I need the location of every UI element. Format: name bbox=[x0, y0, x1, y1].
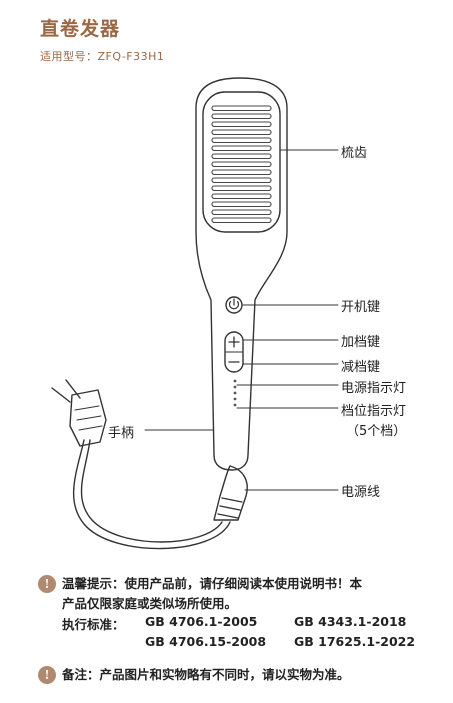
device-body-outline bbox=[195, 77, 288, 471]
label-minus-key: 减档键 bbox=[341, 360, 381, 375]
info-icon: ! bbox=[38, 666, 56, 684]
page-title: 直卷发器 bbox=[40, 18, 121, 40]
comb-tooth bbox=[211, 105, 272, 112]
comb-teeth bbox=[211, 105, 272, 224]
comb-tooth bbox=[211, 145, 272, 152]
power-icon bbox=[228, 298, 240, 310]
comb-tooth bbox=[211, 201, 272, 208]
comb-tooth bbox=[211, 153, 272, 160]
comb-tooth bbox=[211, 137, 272, 144]
comb-tooth bbox=[211, 161, 272, 168]
label-power-key: 开机键 bbox=[341, 300, 381, 315]
standards-label: 执行标准： bbox=[62, 617, 125, 632]
cable bbox=[80, 439, 223, 543]
cable-relief bbox=[213, 465, 248, 521]
comb-tooth bbox=[211, 169, 272, 176]
power-button-ring bbox=[225, 296, 243, 314]
standard-1: GB 4706.1-2005 bbox=[145, 614, 258, 629]
warm-tip-line-1: 温馨提示：使用产品前，请仔细阅读本使用说明书！本 bbox=[62, 576, 363, 591]
label-handle: 手柄 bbox=[108, 426, 135, 441]
comb-tooth bbox=[211, 193, 272, 200]
standard-3: GB 4706.15-2008 bbox=[145, 634, 267, 649]
label-level-indicator: 档位指示灯 bbox=[341, 404, 407, 419]
remark: 备注：产品图片和实物略有不同时，请以实物为准。 bbox=[62, 667, 350, 682]
comb-tooth bbox=[211, 185, 272, 192]
info-icon: ! bbox=[38, 575, 56, 593]
hair-straightener-diagram bbox=[51, 77, 339, 550]
comb-tooth bbox=[211, 217, 272, 224]
level-key-body bbox=[224, 331, 244, 373]
label-teeth: 梳齿 bbox=[341, 146, 368, 161]
indicator-dots bbox=[233, 379, 237, 407]
comb-tooth bbox=[211, 113, 272, 120]
comb-tooth bbox=[211, 129, 272, 136]
plus-icon bbox=[228, 336, 240, 348]
label-level-count: （5个档） bbox=[346, 424, 407, 439]
standard-4: GB 17625.1-2022 bbox=[294, 634, 416, 649]
plug bbox=[69, 389, 107, 447]
model-number: 适用型号：ZFQ-F33H1 bbox=[40, 50, 165, 63]
label-cable: 电源线 bbox=[341, 485, 381, 500]
comb-tooth bbox=[211, 177, 272, 184]
standard-2: GB 4343.1-2018 bbox=[294, 614, 407, 629]
teeth-panel bbox=[202, 91, 281, 233]
label-power-indicator: 电源指示灯 bbox=[341, 381, 407, 396]
comb-tooth bbox=[211, 121, 272, 128]
warm-tip-line-2: 产品仅限家庭或类似场所使用。 bbox=[62, 596, 238, 611]
comb-tooth bbox=[211, 209, 272, 216]
label-plus-key: 加档键 bbox=[341, 335, 381, 350]
